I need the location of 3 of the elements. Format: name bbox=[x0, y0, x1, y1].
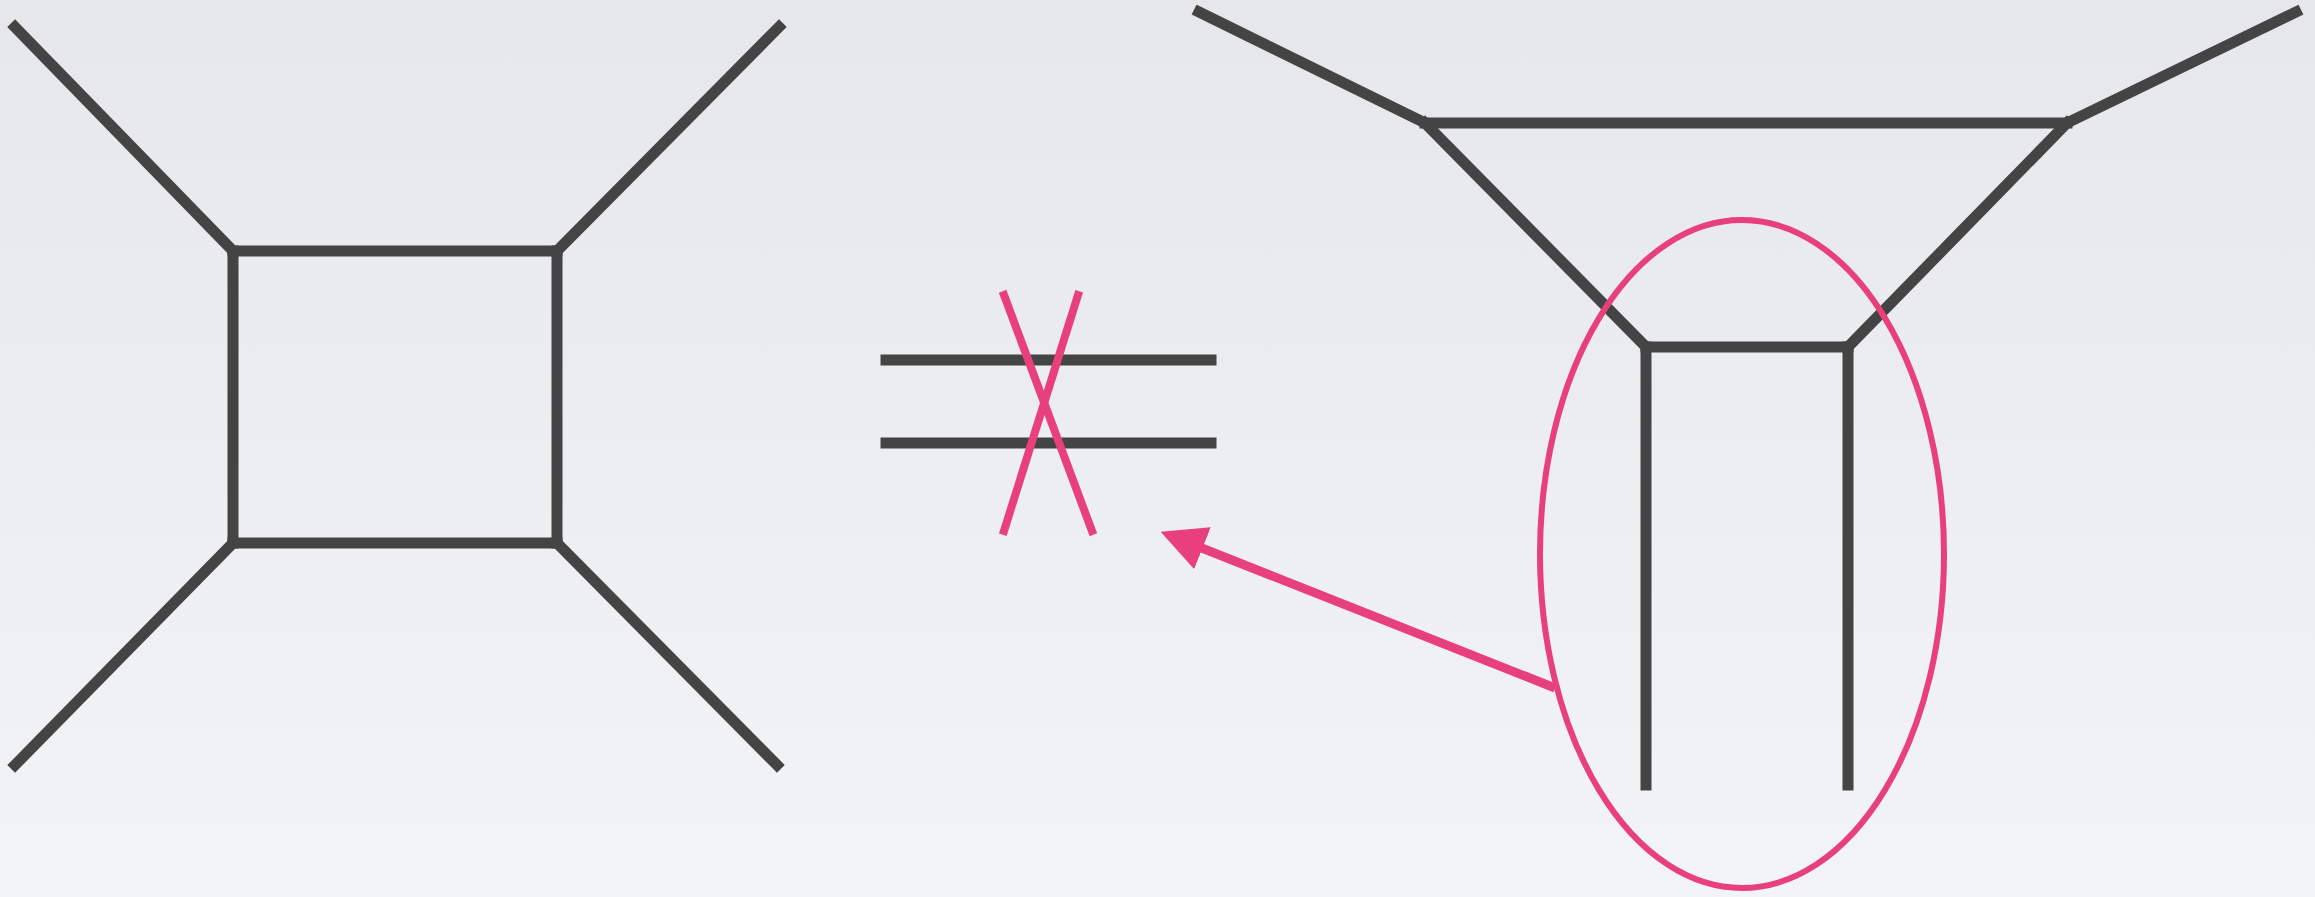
highlight-ellipse bbox=[1536, 216, 1948, 892]
not-equal-sign bbox=[880, 290, 1218, 535]
arrow bbox=[1160, 527, 1557, 693]
